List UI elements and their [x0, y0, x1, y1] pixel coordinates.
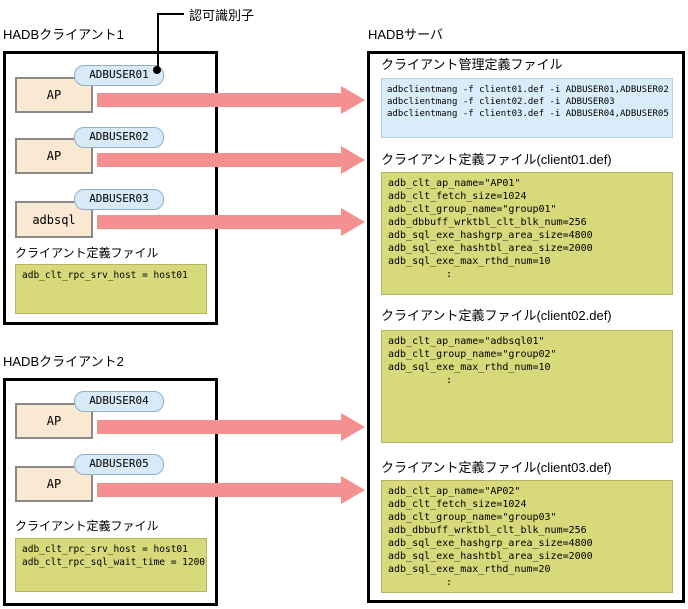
- callout-line-horizontal: [157, 13, 184, 15]
- def3-line: adb_clt_ap_name="AP02": [388, 486, 521, 497]
- arrow-adbuser05-to-server-icon: [97, 476, 365, 504]
- client1-adbsql-box: adbsql: [15, 201, 93, 238]
- def1-line: adb_clt_fetch_size=1024: [388, 191, 527, 202]
- server-box: クライアント管理定義ファイル adbclientmang -f client01…: [367, 51, 685, 603]
- server-def1-label: クライアント定義ファイル(client01.def): [381, 152, 612, 167]
- arrow-head-icon: [341, 476, 365, 504]
- arrow-shaft: [97, 215, 341, 229]
- def1-continuation: :: [446, 269, 453, 280]
- server-def3-label: クライアント定義ファイル(client03.def): [381, 460, 612, 475]
- mgmt-command-line: adbclientmang -f client03.def -i ADBUSER…: [387, 109, 669, 119]
- arrow-head-icon: [341, 208, 365, 236]
- client1-def-file-box: adb_clt_rpc_srv_host = host01: [15, 264, 207, 314]
- client1-badge-adbuser01: ADBUSER01: [74, 65, 164, 86]
- arrow-shaft: [97, 483, 341, 497]
- callout-label: 認可識別子: [189, 8, 255, 23]
- client2-title: HADBクライアント2: [3, 354, 124, 369]
- callout-dot: [153, 66, 161, 74]
- def1-line: adb_clt_ap_name="AP01": [388, 178, 521, 189]
- def3-line: adb_clt_group_name="group03": [388, 512, 557, 523]
- server-def2-box: adb_clt_ap_name="adbsql01" adb_clt_group…: [381, 330, 673, 443]
- server-mgmt-def-file-box: adbclientmang -f client01.def -i ADBUSER…: [381, 78, 673, 138]
- arrow-shaft: [97, 420, 341, 434]
- client1-ap2-box: AP: [15, 138, 93, 174]
- server-title: HADBサーバ: [368, 27, 443, 42]
- def3-line: adb_sql_exe_hashtbl_area_size=2000: [388, 551, 593, 562]
- def1-line: adb_clt_group_name="group01": [388, 204, 557, 215]
- server-def3-box: adb_clt_ap_name="AP02" adb_clt_fetch_siz…: [381, 480, 673, 593]
- server-def2-label: クライアント定義ファイル(client02.def): [381, 308, 612, 323]
- client2-def-line: adb_clt_rpc_sql_wait_time = 1200: [22, 557, 206, 568]
- arrow-adbuser04-to-server-icon: [97, 413, 365, 441]
- mgmt-command-line: adbclientmang -f client01.def -i ADBUSER…: [387, 85, 669, 95]
- arrow-adbuser03-to-server-icon: [97, 208, 365, 236]
- callout-line-vertical: [157, 13, 159, 70]
- def3-line: adb_sql_exe_max_rthd_num=20: [388, 564, 551, 575]
- def3-line: adb_sql_exe_hashgrp_area_size=4800: [388, 538, 593, 549]
- mgmt-command-line: adbclientmang -f client02.def -i ADBUSER…: [387, 97, 615, 107]
- def2-line: adb_clt_group_name="group02": [388, 349, 557, 360]
- def1-line: adb_sql_exe_max_rthd_num=10: [388, 256, 551, 267]
- def2-continuation: :: [446, 375, 453, 386]
- server-mgmt-def-file-label: クライアント管理定義ファイル: [381, 57, 563, 72]
- def3-line: adb_dbbuff_wrktbl_clt_blk_num=256: [388, 525, 587, 536]
- def1-line: adb_dbbuff_wrktbl_clt_blk_num=256: [388, 217, 587, 228]
- client1-badge-adbuser02: ADBUSER02: [74, 127, 164, 148]
- arrow-adbuser02-to-server-icon: [97, 146, 365, 174]
- def3-continuation: :: [446, 577, 453, 588]
- def3-line: adb_clt_fetch_size=1024: [388, 499, 527, 510]
- def2-line: adb_clt_ap_name="adbsql01": [388, 336, 545, 347]
- arrow-head-icon: [341, 146, 365, 174]
- server-def1-box: adb_clt_ap_name="AP01" adb_clt_fetch_siz…: [381, 172, 673, 295]
- client2-badge-adbuser04: ADBUSER04: [74, 391, 164, 412]
- arrow-head-icon: [341, 413, 365, 441]
- def1-line: adb_sql_exe_hashtbl_area_size=2000: [388, 243, 593, 254]
- def1-line: adb_sql_exe_hashgrp_area_size=4800: [388, 230, 593, 241]
- arrow-adbuser01-to-server-icon: [97, 86, 365, 114]
- def2-line: adb_sql_exe_max_rthd_num=10: [388, 362, 551, 373]
- arrow-shaft: [97, 93, 341, 107]
- arrow-shaft: [97, 153, 341, 167]
- client2-def-line: adb_clt_rpc_srv_host = host01: [22, 544, 188, 555]
- arrow-head-icon: [341, 86, 365, 114]
- client1-def-line: adb_clt_rpc_srv_host = host01: [22, 270, 188, 281]
- client1-title: HADBクライアント1: [3, 27, 124, 42]
- client2-badge-adbuser05: ADBUSER05: [74, 454, 164, 475]
- client2-def-file-box: adb_clt_rpc_srv_host = host01 adb_clt_rp…: [15, 538, 207, 592]
- client2-def-file-label: クライアント定義ファイル: [15, 519, 159, 533]
- client1-badge-adbuser03: ADBUSER03: [74, 189, 164, 210]
- client1-def-file-label: クライアント定義ファイル: [15, 246, 159, 260]
